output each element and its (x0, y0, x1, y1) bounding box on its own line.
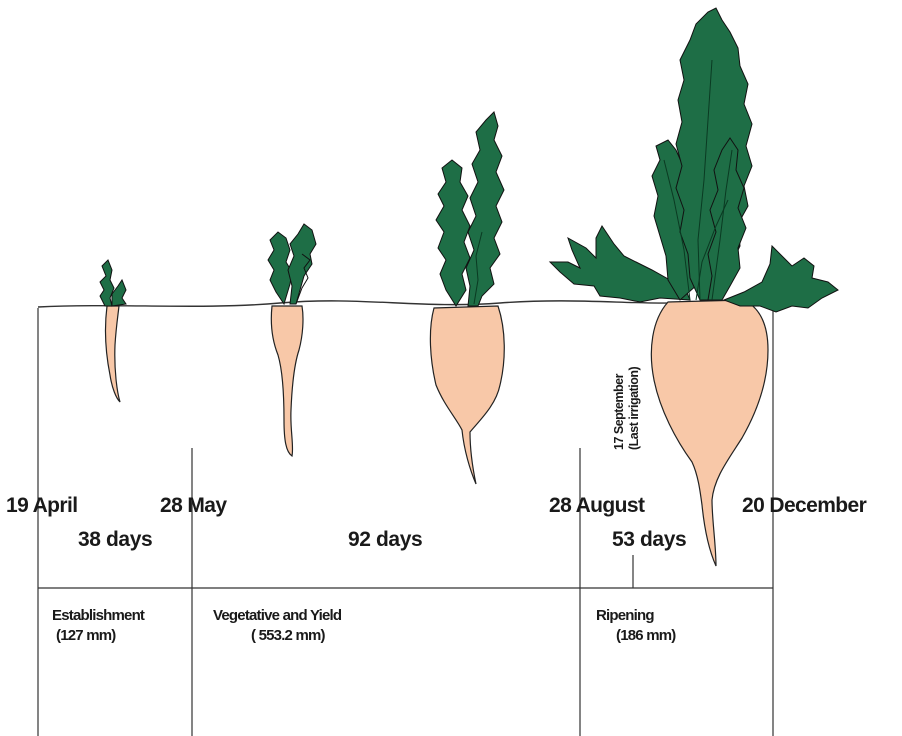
leaf-3b (466, 112, 504, 306)
plant-stage-2 (268, 224, 316, 456)
annotation-note: (Last irrigation) (627, 367, 642, 450)
root-2 (271, 306, 303, 456)
leaf-3a (436, 160, 470, 306)
last-irrigation-annotation: 17 September (Last irrigation) (612, 367, 642, 450)
root-3 (430, 306, 504, 484)
plant-stage-3 (430, 112, 504, 484)
leaf-2b (288, 224, 316, 304)
plant-stage-1 (100, 260, 126, 402)
soil-surface-line (38, 301, 773, 307)
stage-ripening: Ripening (186 mm) (596, 606, 675, 646)
stage-vegetative: Vegetative and Yield ( 553.2 mm) (213, 606, 341, 646)
stage-ripening-water: (186 mm) (596, 626, 675, 646)
date-19-april: 19 April (6, 494, 77, 518)
stage-establishment: Establishment (127 mm) (52, 606, 144, 646)
date-28-august: 28 August (549, 494, 644, 518)
plant-stage-4 (550, 8, 838, 566)
leaf-1b (112, 280, 126, 306)
date-28-may: 28 May (160, 494, 226, 518)
stage-ripening-name: Ripening (596, 606, 675, 626)
stage-establishment-name: Establishment (52, 606, 144, 626)
duration-establishment: 38 days (78, 528, 152, 552)
stage-establishment-water: (127 mm) (52, 626, 144, 646)
root-4 (651, 300, 768, 566)
duration-vegetative: 92 days (348, 528, 422, 552)
leaf-4-right (724, 246, 838, 312)
root-1 (106, 306, 120, 402)
annotation-date: 17 September (612, 367, 627, 450)
stage-vegetative-name: Vegetative and Yield (213, 606, 341, 626)
stage-vegetative-water: ( 553.2 mm) (213, 626, 341, 646)
duration-ripening: 53 days (612, 528, 686, 552)
date-20-december: 20 December (742, 494, 866, 518)
